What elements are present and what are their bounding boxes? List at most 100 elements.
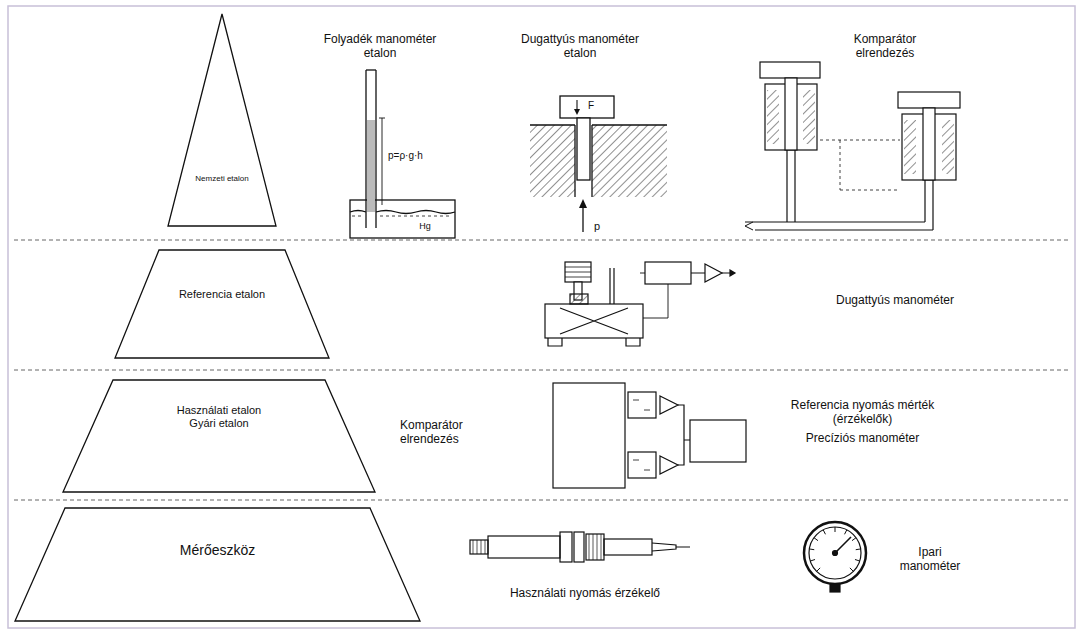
working-comparator — [553, 383, 746, 488]
shape-outline — [168, 14, 276, 226]
working-comparator-part — [628, 452, 656, 478]
liquid-manometer-part — [352, 216, 450, 217]
working-comparator-part — [628, 392, 656, 418]
industrial-gauge-part — [835, 537, 851, 553]
shape-outline — [63, 380, 375, 492]
reference-piston-gauge-part — [613, 268, 614, 304]
liquid-manometer-part — [366, 69, 376, 70]
industrial-gauge-part — [833, 551, 838, 556]
pressure-sensor-part — [586, 534, 604, 560]
pressure-sensor-part — [470, 540, 488, 554]
liquid-manometer-part — [365, 70, 366, 228]
reference-piston-gauge-part — [640, 273, 668, 318]
comparator-arrangement-part — [932, 180, 933, 230]
separator-line — [14, 240, 1070, 500]
figure-caption: Precíziós manométer — [775, 431, 950, 445]
comparator-arrangement-part — [923, 108, 935, 180]
figure-caption: Használati nyomás érzékelő — [465, 586, 705, 600]
liquid-manometer-part — [375, 70, 376, 228]
liquid-manometer-part — [367, 120, 375, 212]
industrial-gauge-part — [804, 522, 866, 584]
working-comparator-part — [660, 396, 678, 414]
comparator-arrangement-part — [803, 90, 815, 144]
pressure-sensor-part — [604, 539, 652, 555]
figure-caption: Komparátor elrendezés — [400, 418, 492, 447]
working-comparator-part — [678, 405, 690, 465]
industrial-gauge-part — [856, 548, 861, 550]
figure-caption: Referencia nyomás mérték (érzékelők) — [775, 398, 950, 427]
reference-piston-gauge-part — [548, 338, 640, 346]
working-comparator-part — [553, 383, 625, 488]
industrial-gauge — [804, 522, 866, 592]
piston-gauge-part — [574, 125, 575, 197]
node-title: Nemzeti etalon — [195, 174, 248, 184]
industrial-gauge-part — [850, 568, 854, 572]
separator-line-part — [14, 370, 1070, 371]
figure-caption: Ipari manométer — [890, 545, 970, 574]
reference-piston-gauge-part — [691, 272, 734, 273]
reference-piston-gauge-part — [565, 267, 591, 277]
symbol-label: p — [590, 220, 604, 233]
reference-piston-gauge-part — [645, 262, 691, 284]
piston-gauge-part — [530, 124, 575, 125]
node-title: Referencia etalon — [179, 288, 265, 301]
shape-outline — [15, 508, 420, 621]
piston-gauge-part — [530, 125, 575, 197]
comparator-arrangement-part — [745, 222, 933, 230]
reference-piston-gauge-part — [570, 294, 588, 304]
piston-gauge-part — [579, 199, 587, 208]
piston-gauge-part — [592, 124, 667, 125]
pressure-sensor — [470, 532, 690, 562]
shape-outline — [15, 508, 420, 621]
comparator-arrangement-part — [898, 92, 960, 108]
frame — [8, 6, 1075, 628]
piston-gauge — [530, 96, 667, 232]
working-comparator-part — [660, 456, 678, 474]
formula: p=ρ·g·h — [388, 150, 448, 162]
industrial-gauge-part — [852, 538, 856, 541]
industrial-gauge-part — [817, 568, 821, 572]
comparator-arrangement-part — [785, 78, 797, 150]
comparator-arrangement-part — [760, 62, 820, 78]
reference-piston-gauge-part — [560, 308, 628, 334]
liquid-manometer — [350, 70, 455, 238]
shape-outline — [115, 250, 329, 358]
node-title: Gyári etalon — [189, 417, 248, 430]
working-comparator-part — [633, 400, 650, 470]
comparator-arrangement-part — [767, 90, 779, 144]
symbol-label: F — [583, 100, 599, 112]
node-title: Használati etalon — [177, 404, 261, 417]
node-title: Mérőeszköz — [180, 542, 255, 559]
industrial-gauge-part — [845, 530, 847, 534]
liquid-manometer-part — [379, 118, 385, 119]
figure-caption: Dugattyús manométer etalon — [510, 32, 650, 61]
piston-gauge-part — [560, 96, 614, 118]
piston-gauge-part — [574, 109, 580, 115]
figure-caption: Dugattyús manométer — [820, 293, 970, 307]
pressure-sensor-part — [589, 534, 601, 560]
industrial-gauge-part — [835, 527, 836, 532]
figure-caption: Folyadék manométer etalon — [315, 32, 445, 61]
reference-piston-gauge-part — [565, 262, 591, 282]
pressure-sensor-part — [488, 536, 560, 558]
comparator-arrangement — [745, 62, 960, 230]
reference-piston-gauge-part — [730, 270, 735, 276]
comparator-arrangement-part — [904, 120, 916, 174]
pyramid-apex: Nemzeti etalon — [168, 14, 276, 226]
piston-gauge-part — [591, 125, 592, 197]
symbol-label: Hg — [413, 221, 437, 232]
industrial-gauge-part — [809, 527, 861, 579]
liquid-manometer-part — [382, 118, 383, 205]
pressure-sensor-part — [574, 532, 584, 562]
pyramid-level: Referencia etalon — [115, 250, 329, 358]
industrial-gauge-part — [810, 559, 815, 561]
piston-gauge-part — [592, 125, 667, 197]
industrial-gauge-part — [814, 538, 818, 541]
pressure-sensor-part — [473, 540, 485, 554]
shape-outline — [168, 14, 276, 226]
working-comparator-part — [690, 420, 746, 462]
pyramid-level: Használati etalonGyári etalon — [63, 380, 375, 492]
piston-gauge-part — [577, 118, 590, 180]
pressure-sensor-part — [560, 532, 572, 562]
industrial-gauge-part — [823, 530, 825, 534]
